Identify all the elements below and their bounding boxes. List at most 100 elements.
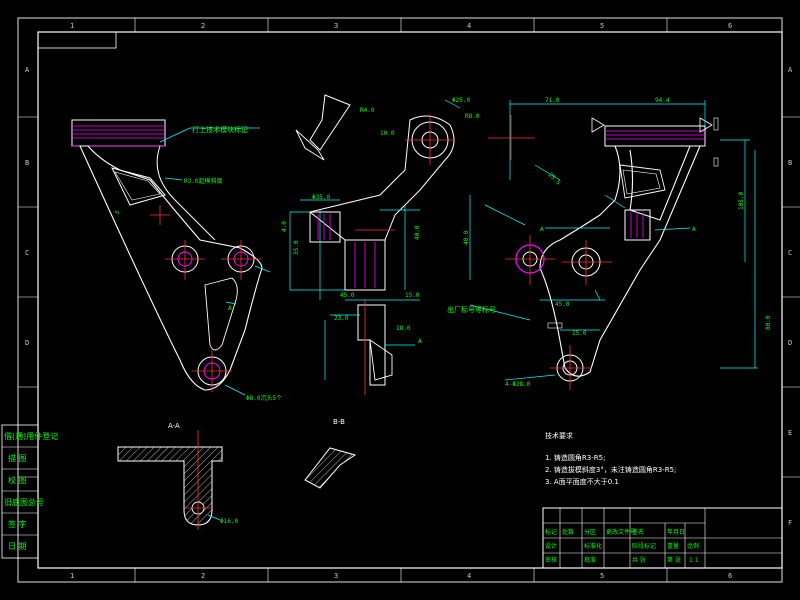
zone-labels-top: 1 2 3 4 5 6 — [70, 22, 732, 30]
front-leaders — [159, 127, 271, 396]
front-window — [111, 167, 166, 206]
front-top-plate-hatch — [72, 125, 165, 139]
zone-label-1: 1 — [70, 22, 74, 30]
right-dimension-lines — [469, 100, 758, 381]
front-inner-outline — [156, 145, 216, 241]
zone-label-b-left: B — [25, 159, 29, 167]
right-dim-15: 15.0 — [572, 330, 587, 337]
tb-r1-c6: 年月日 — [667, 528, 685, 536]
side-base-block — [309, 211, 341, 243]
tech-req-item-3: 3. A面平面度不大于0.1 — [545, 477, 619, 486]
front-dim-a: A — [228, 305, 232, 312]
side-center-lines — [355, 115, 455, 395]
zone-ticks — [18, 18, 800, 582]
zone-label-5-bottom: 5 — [600, 572, 604, 580]
side-inner-block — [344, 239, 386, 291]
technical-requirements: 技术要求 1. 铸造圆角R3-R5; 2. 铸造拔模斜度3°，未注铸造圆角R3-… — [545, 431, 676, 486]
zone-label-2-bottom: 2 — [201, 572, 205, 580]
tb-r1-c3: 分区 — [584, 528, 596, 536]
tb-r4-c5: 共 张 — [632, 556, 646, 564]
zone-labels-right: A B C D E F — [788, 66, 793, 527]
tb-r4-c6: 第 张 — [667, 556, 681, 564]
zone-labels-bottom: 1 2 3 4 5 6 — [70, 572, 732, 580]
tech-req-title: 技术要求 — [545, 431, 573, 440]
front-note-marking: 打上技术模块标记 — [192, 125, 248, 134]
zone-label-c-left: C — [25, 249, 29, 257]
front-center-lines — [150, 205, 262, 392]
side-main-arm — [308, 115, 455, 291]
zone-label-3: 3 — [334, 22, 338, 30]
stamp-label-3: 校 图 — [8, 475, 27, 485]
zone-label-5: 5 — [600, 22, 604, 30]
zone-labels-left: A B C D — [25, 66, 30, 347]
side-dim-15: 15.0 — [405, 292, 420, 299]
side-dim-35: 35.0 — [293, 240, 300, 255]
tb-r1-c5: 签名 — [632, 528, 644, 536]
side-dimension-lines — [289, 99, 461, 380]
right-dim-40: 40.0 — [463, 230, 470, 245]
right-dim-holes: 4-Φ28.0 — [505, 381, 531, 388]
zone-label-f: F — [788, 519, 792, 527]
section-aa-label: A-A — [168, 422, 180, 430]
side-dim-23: 23.0 — [334, 315, 349, 322]
zone-label-6: 6 — [728, 22, 732, 30]
zone-label-2: 2 — [201, 22, 205, 30]
side-view: Φ25.0 R8.0 10.0 R4.0 4.0 35.0 15.0 Φ35.0… — [281, 94, 480, 395]
front-body-outline — [79, 145, 263, 391]
tb-r2-c7: 比例 — [687, 542, 699, 550]
side-dim-10: 10.0 — [380, 130, 395, 137]
right-dim-25: 25.5 — [547, 171, 562, 186]
stamp-label-4: 旧底图总号 — [4, 497, 44, 507]
side-dim-45: 45.0 — [340, 292, 355, 299]
tb-r1-c4: 更改文件号 — [606, 528, 636, 536]
stamp-label-1: 借(通)用件登记 — [4, 431, 58, 441]
left-stamp-table: 借(通)用件登记 描 图 校 图 旧底图总号 签 字 日 期 — [1, 424, 58, 559]
right-dim-71: 71.0 — [545, 97, 560, 104]
tb-r1-c2: 处数 — [562, 528, 574, 536]
front-top-plate — [71, 119, 166, 147]
tb-r4-c3: 批准 — [584, 556, 596, 564]
stamp-label-6: 日 期 — [8, 542, 27, 551]
zone-label-d-left: D — [25, 339, 29, 347]
right-body-outline — [539, 145, 701, 377]
front-dim-5: 5 — [114, 209, 122, 216]
tb-r2-c1: 设计 — [545, 542, 557, 550]
side-dim-phi35: Φ35.0 — [312, 194, 330, 201]
tb-r1-c1: 标记 — [545, 528, 557, 536]
section-bb: B-B — [304, 418, 357, 489]
front-view: 打上技术模块标记 R3.0起模斜度 A Φ8.0沉头5个 5 — [71, 119, 282, 402]
right-top-plate — [604, 125, 706, 147]
tech-req-item-1: 1. 铸造圆角R3-R5; — [545, 453, 605, 462]
right-section-mark-right: A — [692, 226, 696, 233]
zone-label-6-bottom: 6 — [728, 572, 732, 580]
tb-r3-c7: 1:1 — [689, 557, 699, 564]
right-dim-80: 80.0 — [765, 315, 772, 330]
tech-req-item-2: 2. 铸造拔模斜度3°，未注铸造圆角R3-R5; — [545, 465, 676, 474]
zone-label-4-bottom: 4 — [467, 572, 471, 580]
tb-r2-c3: 标准化 — [584, 542, 602, 550]
zone-label-a-left: A — [25, 66, 30, 74]
front-arm-opening — [204, 277, 238, 351]
stamp-label-5: 签 字 — [8, 519, 27, 529]
section-bb-profile — [304, 447, 357, 489]
side-upper-link — [309, 94, 351, 151]
tb-r2-c5: 阶段标记 — [632, 542, 656, 550]
right-center-lines — [488, 115, 612, 390]
zone-label-b: B — [788, 159, 792, 167]
side-dim-r8: R8.0 — [465, 113, 480, 120]
zone-label-4: 4 — [467, 22, 471, 30]
side-dim-4: 4.0 — [281, 221, 288, 232]
side-dim-r4: R4.0 — [360, 107, 375, 114]
tb-r3-c1: 审核 — [545, 556, 557, 564]
title-block: 标记 处数 分区 更改文件号 签名 年月日 设计 标准化 阶段标记 重量 比例 … — [542, 507, 783, 569]
side-dim-18: 18.0 — [396, 325, 411, 332]
revision-box — [37, 31, 117, 49]
zone-label-c: C — [788, 249, 792, 257]
right-dim-94: 94.4 — [655, 97, 670, 104]
right-note-label: 出厂标号等标号 — [447, 305, 496, 314]
zone-label-e: E — [788, 429, 792, 437]
section-bb-label: B-B — [333, 418, 345, 426]
right-dim-45: 45.0 — [555, 301, 570, 308]
side-dim-phi25: Φ25.0 — [452, 97, 470, 104]
